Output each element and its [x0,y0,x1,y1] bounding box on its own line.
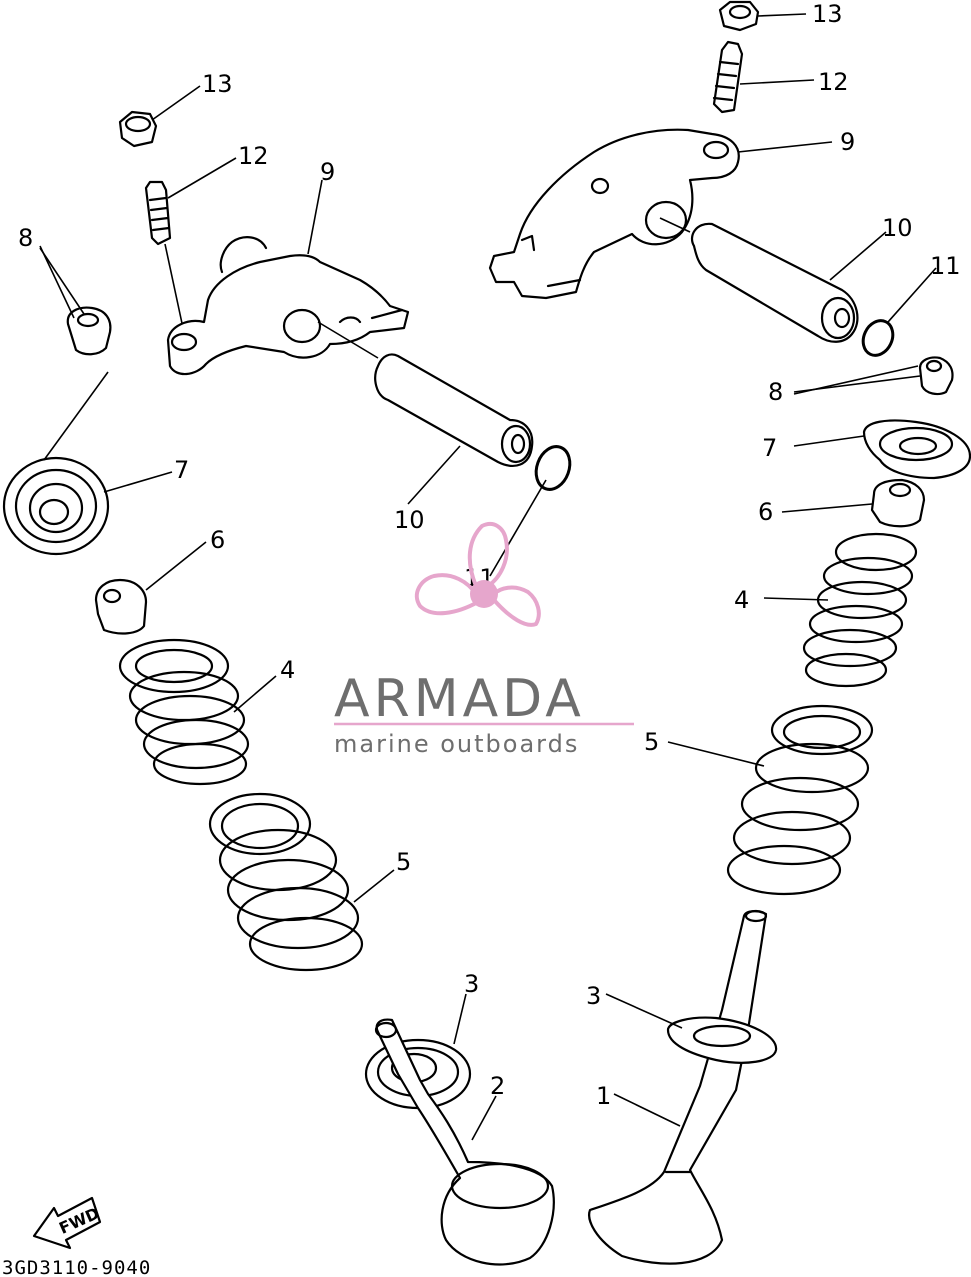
armada-watermark: ARMADA marine outboards [334,521,634,758]
callout-6-left: 6 [210,526,225,554]
spring-retainer-left [2,456,110,556]
callout-5-right: 5 [644,728,659,756]
valve-cotter-right [918,356,954,396]
nut-left [118,110,158,148]
outer-spring-right [726,704,874,896]
callout-8-right: 8 [768,378,783,406]
callout-5-left: 5 [396,848,411,876]
callout-11-right: 11 [930,252,961,280]
nut-right [718,0,760,32]
callout-3-left: 3 [464,970,479,998]
brand-tagline: marine outboards [334,730,579,758]
inner-spring-right [802,532,918,688]
callout-numbers: 13 12 9 10 11 8 7 6 4 5 3 1 13 12 9 8 7 … [18,0,961,1110]
callout-8-left: 8 [18,224,33,252]
diagram-code: 3GD3110-9040 [2,1257,151,1277]
callout-10-left: 10 [394,506,425,534]
callout-3-right: 3 [586,982,601,1010]
outer-spring-left [208,792,364,972]
callout-12-right: 12 [818,68,849,96]
callout-9-right: 9 [840,128,855,156]
valve-stem-seal-right [870,478,926,528]
valve-left [374,1018,555,1266]
propeller-logo-icon [414,521,541,627]
callout-4-right: 4 [734,586,749,614]
callout-1: 1 [596,1082,611,1110]
o-ring-right [861,319,895,357]
rocker-arm-right [488,128,740,300]
leader-lines [39,13,937,1141]
callout-13-left: 13 [202,70,233,98]
rocker-shaft-right [690,222,859,343]
adjusting-screw-left [144,180,172,246]
callout-10-right: 10 [882,214,913,242]
callout-7-left: 7 [174,456,189,484]
callout-6-right: 6 [758,498,773,526]
valve-cotter-left [66,306,112,356]
valve-right [588,909,768,1265]
callout-9-left: 9 [320,158,335,186]
fwd-arrow-icon: FWD [32,1196,102,1250]
callout-7-right: 7 [762,434,777,462]
rocker-arm-left [166,236,410,376]
callout-2: 2 [490,1072,505,1100]
spring-retainer-right [862,419,971,480]
brand-name: ARMADA [334,669,585,729]
callout-12-left: 12 [238,142,269,170]
adjusting-screw-right [712,40,744,114]
o-ring-left [534,445,572,491]
callout-4-left: 4 [280,656,295,684]
inner-spring-left [118,638,250,786]
spring-seat-right [666,1016,778,1064]
rocker-shaft-left [374,353,534,467]
valve-stem-seal-left [94,578,148,635]
callout-13-right: 13 [812,0,843,28]
